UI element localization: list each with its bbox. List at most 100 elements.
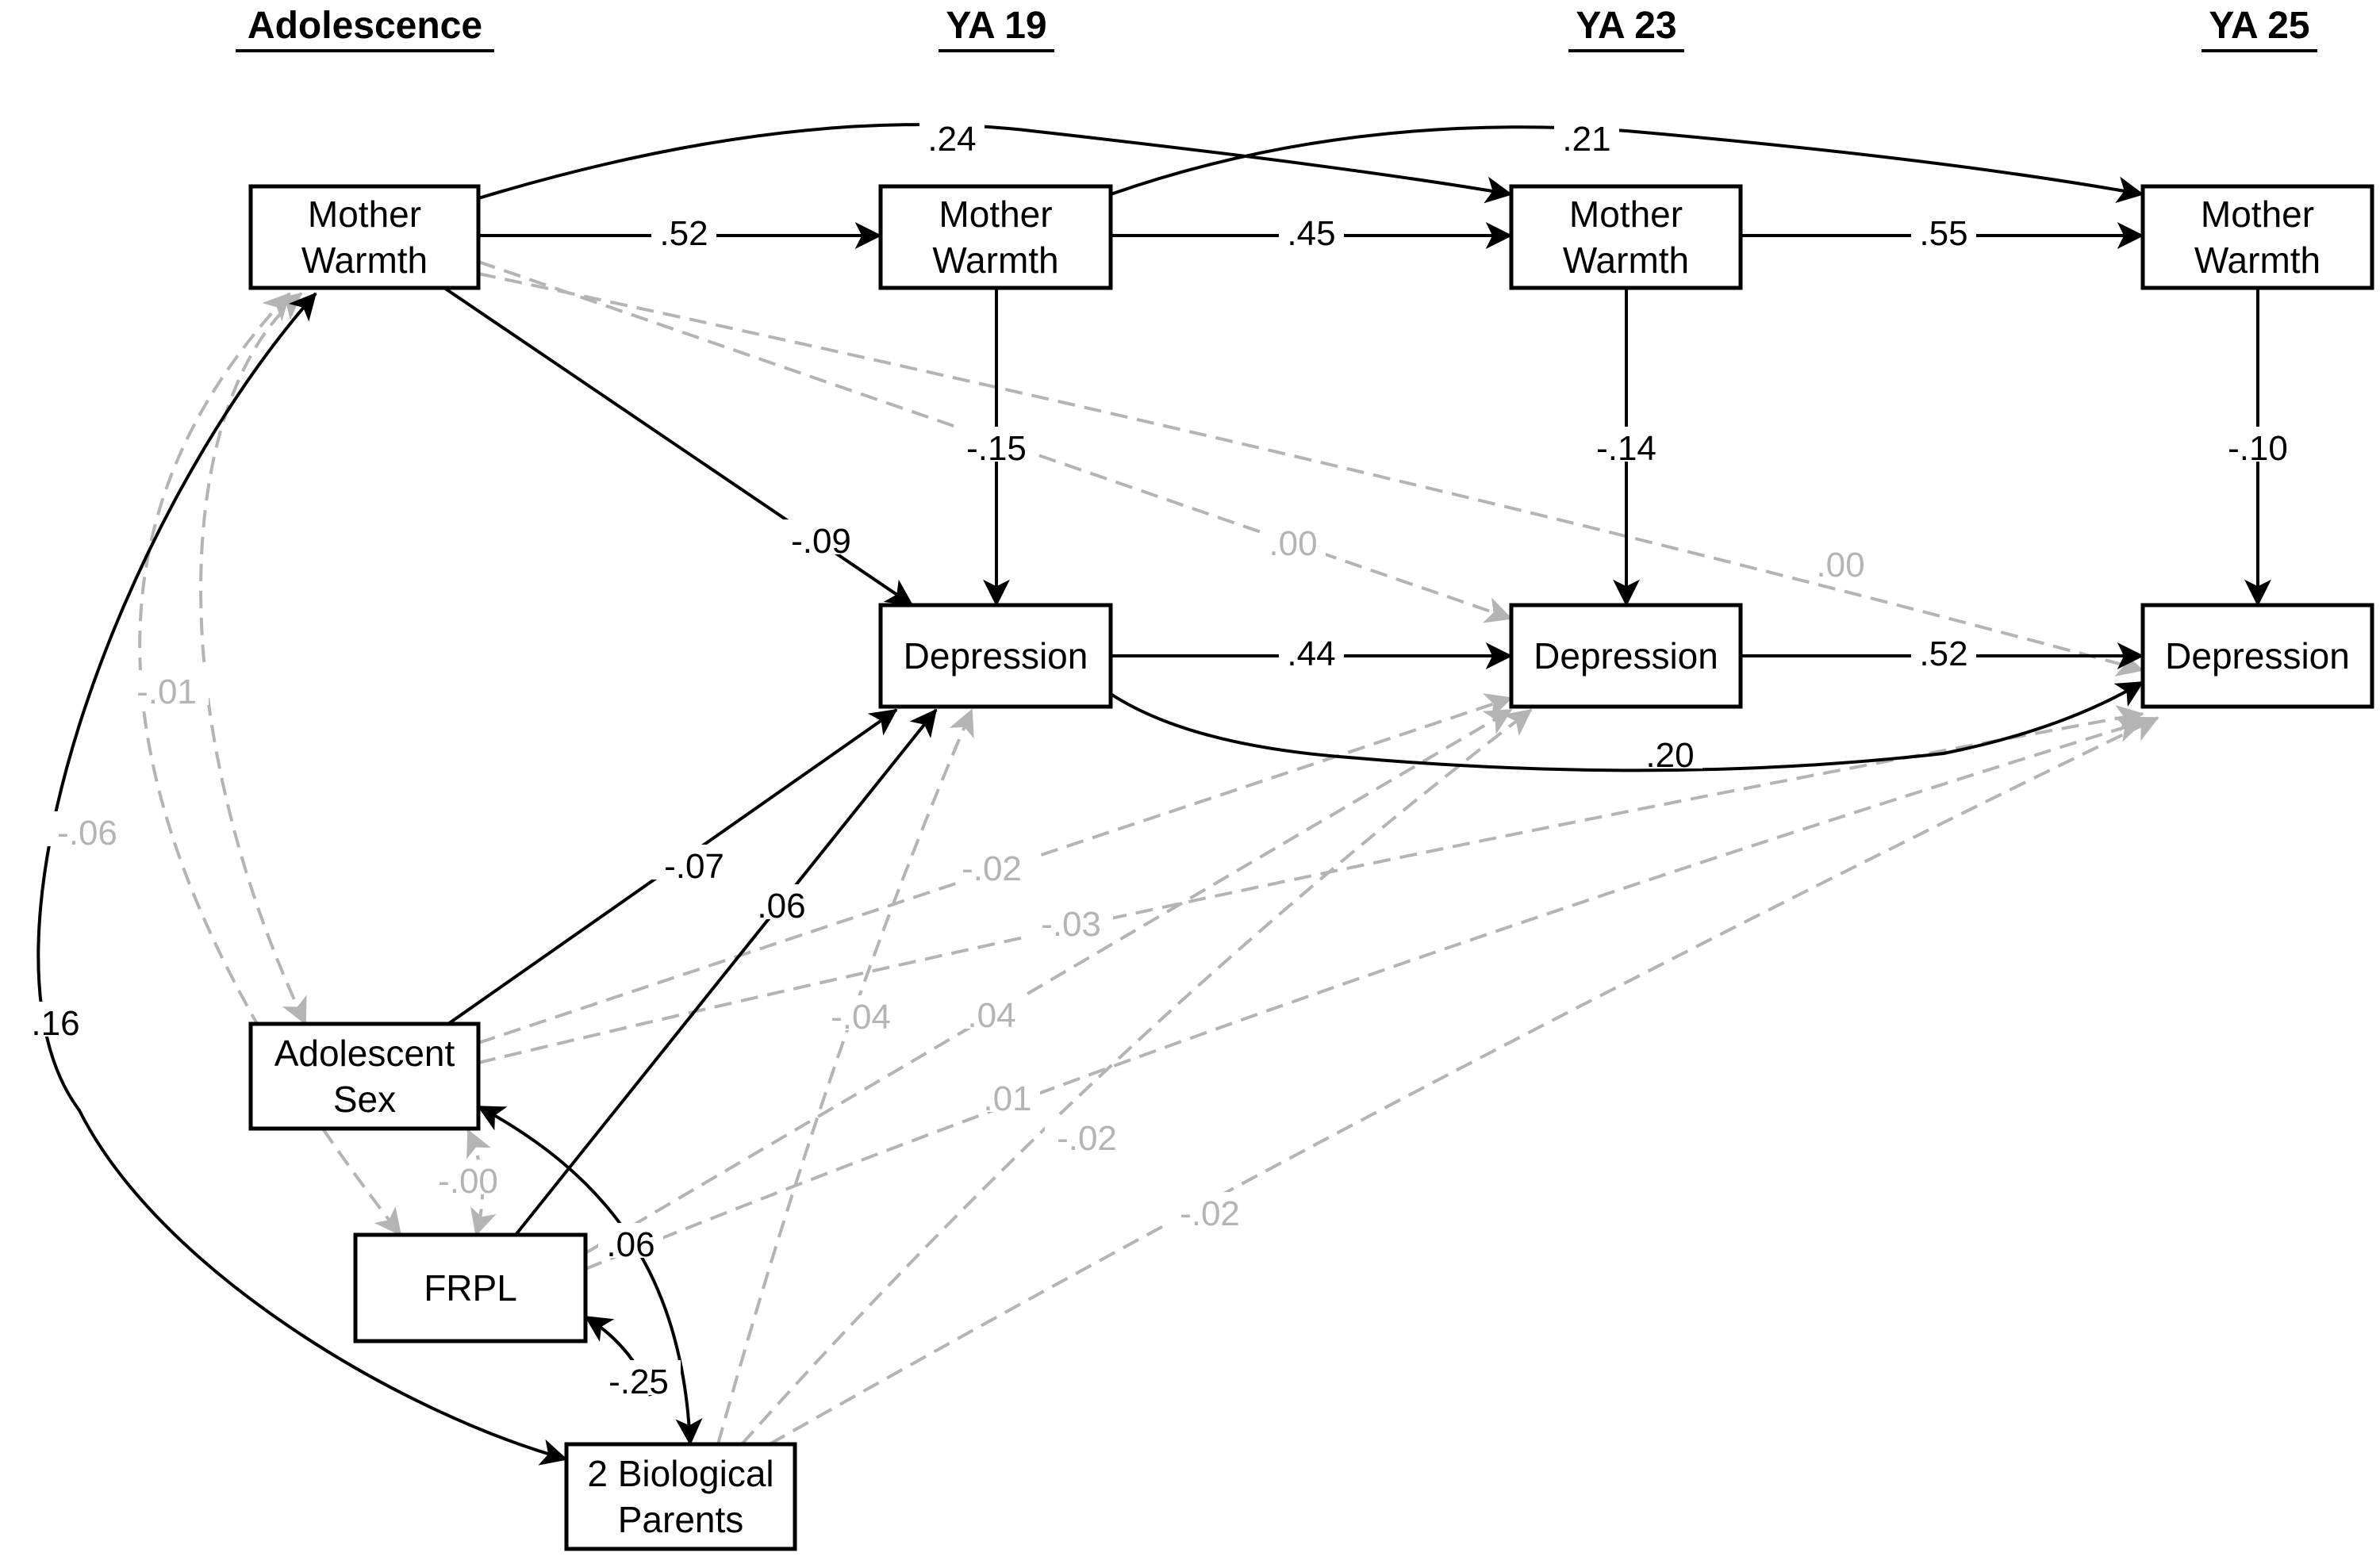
label-background (1168, 1192, 1252, 1227)
coef-bio-dep-25: -.02 (1180, 1194, 1240, 1233)
header-adolescence: Adolescence (248, 5, 482, 47)
node-label: Warmth (1563, 240, 1689, 281)
node-label: Depression (904, 635, 1088, 677)
cov-mwadol-bio (36, 292, 568, 1466)
node-label: Adolescent (274, 1033, 455, 1074)
node-dep-23: Depression (1509, 603, 1743, 709)
label-background (1911, 632, 1976, 667)
coef-bio-dep-19: -.04 (831, 998, 891, 1037)
label-background (779, 519, 863, 554)
coef-frpl-dep-19: .06 (757, 887, 805, 926)
significant-paths (36, 123, 2271, 1466)
header-ya19: YA 19 (946, 5, 1046, 47)
node-label: Mother (939, 194, 1052, 235)
label-background (1637, 734, 1702, 769)
coef-mw-19-mw-25: .21 (1562, 120, 1610, 159)
node-label: Parents (618, 1499, 744, 1540)
coef-mw-adol-dep-25: .00 (1816, 546, 1864, 585)
label-background (45, 811, 129, 846)
label-background (975, 1077, 1040, 1112)
path-bio-dep19 (716, 708, 974, 1445)
cov-coef-frpl-bio: -.25 (608, 1363, 669, 1401)
label-background (125, 670, 209, 705)
label-background (1808, 543, 1873, 578)
cov-coef-adol-sex-bio: .06 (606, 1225, 654, 1264)
label-background (1261, 522, 1326, 557)
path-bio-dep23 (740, 708, 1533, 1446)
coef-mw-adol-dep-19: -.09 (791, 522, 851, 561)
cov-coef-mw-adol-bio: .16 (31, 1004, 79, 1043)
node-label: Mother (308, 194, 421, 235)
node-label: Sex (333, 1079, 396, 1120)
node-label: Mother (1569, 194, 1683, 235)
cov-coef-mw-adol-adol-sex: -.01 (136, 673, 197, 711)
cov-coef-adol-sex-frpl: -.00 (438, 1162, 498, 1201)
coefficient-labels: .52.45.55.24.21-.15-.14-.10-.09.00.00.44… (23, 117, 2300, 1401)
coef-mw-adol-mw-19: .52 (659, 214, 708, 253)
label-background (950, 847, 1034, 882)
label-background (819, 995, 903, 1030)
label-background (954, 427, 1038, 462)
header-ya25: YA 25 (2209, 5, 2309, 47)
header-ya23: YA 23 (1576, 5, 1676, 47)
label-background (651, 212, 716, 247)
label-background (919, 117, 985, 152)
coef-dep-23-dep-25: .52 (1919, 634, 1967, 673)
node-dep-25: Depression (2140, 603, 2374, 709)
node-label: 2 Biological (587, 1453, 774, 1494)
node-frpl: FRPL (353, 1232, 588, 1343)
path-bio-dep25 (769, 716, 2159, 1446)
path-mw19-mw25 (1110, 125, 2144, 204)
coef-adol-sex-dep-19: -.07 (664, 847, 724, 886)
label-background (1279, 632, 1344, 667)
node-label: Warmth (301, 240, 428, 281)
node-label: Depression (2165, 635, 2350, 677)
coef-bio-dep-23: -.02 (1057, 1119, 1117, 1158)
label-background (1584, 427, 1668, 462)
coef-frpl-dep-23: .04 (967, 996, 1015, 1035)
coef-mw-19-dep-19: -.15 (966, 429, 1027, 468)
label-background (959, 994, 1024, 1029)
node-label: FRPL (424, 1267, 517, 1309)
node-label: Depression (1534, 635, 1718, 677)
time-headers: Adolescence YA 19 YA 23 YA 25 (236, 5, 2317, 52)
coef-mw-adol-dep-23: .00 (1269, 524, 1317, 563)
path-frpl-dep25 (585, 716, 2144, 1271)
label-background (23, 1002, 88, 1037)
path-sex-dep25 (478, 705, 2144, 1064)
coef-mw-19-mw-23: .45 (1287, 214, 1335, 253)
label-background (749, 884, 814, 919)
nodes: MotherWarmthMotherWarmthMotherWarmthMoth… (248, 184, 2374, 1551)
node-label: Warmth (932, 240, 1058, 281)
label-background (597, 1360, 681, 1395)
cov-coef-mw-adol-frpl: -.06 (57, 814, 117, 853)
coef-mw-adol-mw-23: .24 (927, 120, 976, 159)
label-background (598, 1223, 663, 1258)
cov-mwadol-frpl (138, 292, 402, 1236)
label-background (652, 845, 736, 880)
label-background (426, 1159, 510, 1194)
node-label: Mother (2201, 194, 2314, 235)
coef-dep-19-dep-23: .44 (1287, 634, 1335, 673)
path-dep19-dep25 (1109, 680, 2144, 772)
label-background (1911, 212, 1976, 247)
node-dep-19: Depression (878, 603, 1113, 709)
coef-frpl-dep-25: .01 (983, 1079, 1031, 1118)
coef-dep-19-dep-25: .20 (1645, 736, 1694, 775)
label-background (1045, 1117, 1129, 1152)
path-mwadol-mw23 (478, 123, 1513, 204)
node-label: Warmth (2194, 240, 2320, 281)
path-mwadol-dep25 (478, 272, 2144, 677)
path-frpl-dep23 (584, 708, 1513, 1255)
label-background (1279, 212, 1344, 247)
coef-mw-23-mw-25: .55 (1919, 214, 1967, 253)
coef-mw-23-dep-23: -.14 (1596, 429, 1656, 468)
label-background (1554, 117, 1619, 152)
